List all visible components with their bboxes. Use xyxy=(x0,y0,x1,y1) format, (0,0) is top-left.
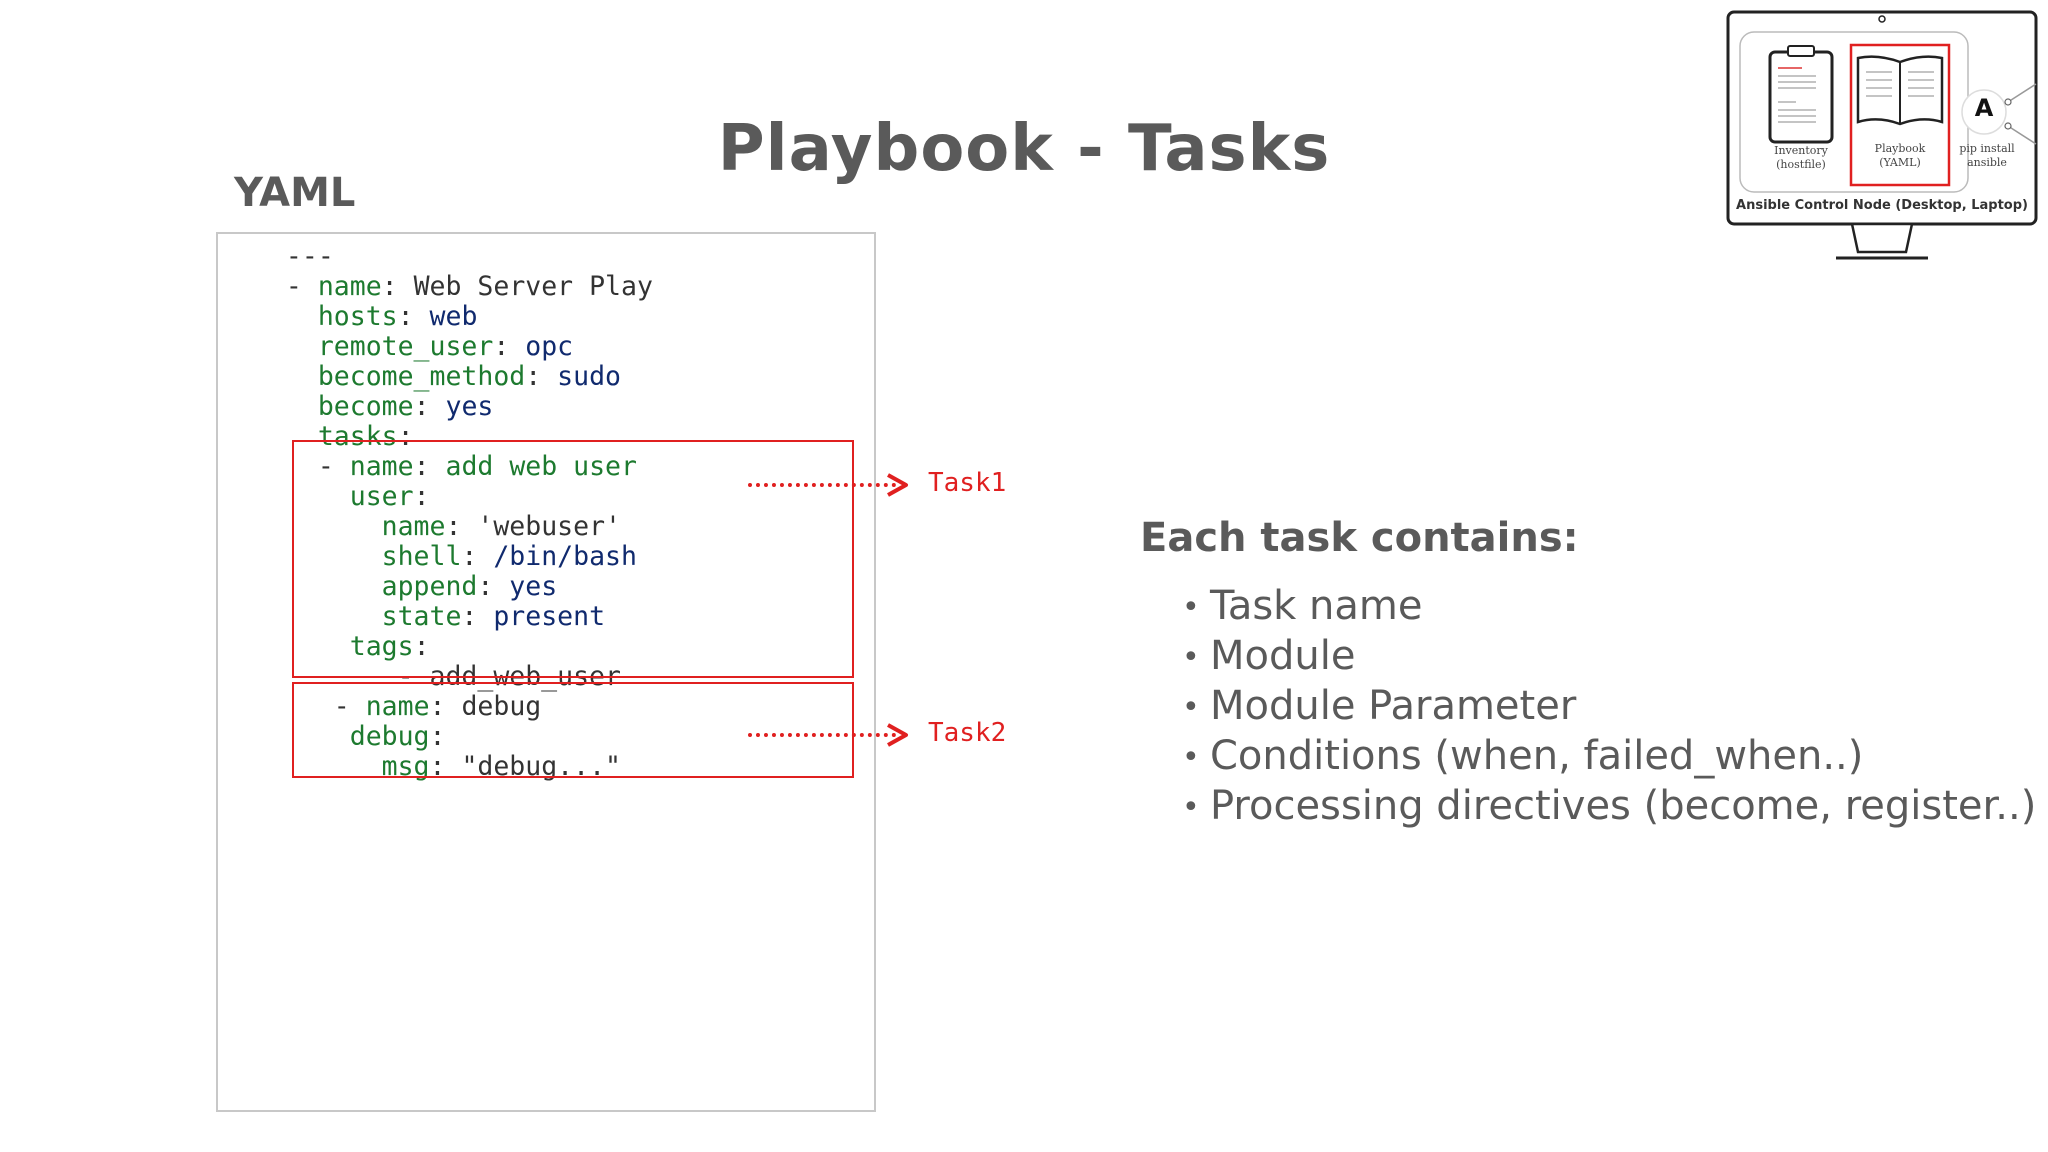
task1-arrow-head-icon xyxy=(887,473,908,497)
code-token: tags xyxy=(349,631,414,662)
code-token: state xyxy=(381,601,462,632)
inventory-label: Inventory xyxy=(1774,144,1828,157)
code-token: : xyxy=(493,331,526,362)
task-contents-heading: Each task contains: xyxy=(1140,515,1579,561)
list-item: Module Parameter xyxy=(1182,682,2036,732)
pip-install-sublabel: ansible xyxy=(1967,156,2007,169)
yaml-label: YAML xyxy=(234,170,356,216)
list-item: Task name xyxy=(1182,582,2036,632)
code-line: remote_user: opc xyxy=(254,332,573,362)
code-token: web xyxy=(429,301,478,332)
inventory-sublabel: (hostfile) xyxy=(1776,158,1826,171)
code-token: : xyxy=(429,721,446,752)
code-token: : xyxy=(461,541,494,572)
code-token: present xyxy=(493,601,606,632)
code-token: - xyxy=(317,451,350,482)
code-token: debug xyxy=(349,721,430,752)
code-line: name: 'webuser' xyxy=(254,512,621,542)
control-node-caption: Ansible Control Node (Desktop, Laptop) xyxy=(1736,198,2028,213)
monitor-icon xyxy=(1726,10,2038,260)
code-token: become_method xyxy=(317,361,526,392)
code-line: tasks: xyxy=(254,422,414,452)
code-token: : xyxy=(461,601,494,632)
code-token: --- xyxy=(285,241,334,272)
task1-arrow xyxy=(748,483,896,487)
playbook-label: Playbook xyxy=(1874,142,1926,155)
code-token: opc xyxy=(525,331,574,362)
task-contents-list: Task name Module Module Parameter Condit… xyxy=(1182,582,2036,832)
code-token: yes xyxy=(445,391,494,422)
control-node-monitor: A Inventory (hostfile) Playbook (YAML) p… xyxy=(1726,10,2038,260)
code-token: : xyxy=(429,691,462,722)
code-token: : xyxy=(429,751,462,782)
code-token: user xyxy=(349,481,414,512)
code-line: become: yes xyxy=(254,391,494,422)
code-token: name xyxy=(381,511,446,542)
code-line: - name: Web Server Play xyxy=(254,272,653,302)
code-token: : xyxy=(397,301,430,332)
code-token: : xyxy=(381,271,414,302)
task2-highlight-box xyxy=(292,682,854,778)
code-token: : xyxy=(413,451,446,482)
code-token: remote_user xyxy=(317,331,494,362)
code-line: become_method: sudo xyxy=(254,362,621,392)
task1-highlight-box xyxy=(292,440,854,678)
code-line: append: yes xyxy=(254,571,558,602)
code-token: name xyxy=(349,451,414,482)
code-token: become xyxy=(317,391,414,422)
code-token: : xyxy=(413,631,430,662)
code-token: debug xyxy=(461,691,542,722)
list-item: Module xyxy=(1182,632,2036,682)
code-token: sudo xyxy=(557,361,621,392)
task1-label: Task1 xyxy=(928,468,1007,498)
code-token: Web Server Play xyxy=(413,271,653,302)
code-token: hosts xyxy=(317,301,398,332)
code-token: 'webuser' xyxy=(477,511,621,542)
code-line: hosts: web xyxy=(254,301,478,332)
code-token: : xyxy=(477,571,510,602)
code-token: name xyxy=(317,271,382,302)
code-token: yes xyxy=(509,571,558,602)
task2-label: Task2 xyxy=(928,718,1007,748)
list-item: Conditions (when, failed_when..) xyxy=(1182,732,2036,782)
code-line: --- xyxy=(254,242,334,272)
code-line: user: xyxy=(254,482,430,512)
ansible-logo-icon: A xyxy=(1974,94,1994,122)
code-line: debug: xyxy=(254,721,446,752)
code-token: /bin/bash xyxy=(493,541,637,572)
code-token: : xyxy=(413,481,430,512)
code-line: state: present xyxy=(254,602,605,632)
code-token: - xyxy=(285,271,318,302)
pip-install-label: pip install xyxy=(1959,142,2015,155)
code-line: - name: add web user xyxy=(254,452,637,482)
code-token: - xyxy=(333,691,366,722)
code-token: : xyxy=(413,391,446,422)
code-token: shell xyxy=(381,541,462,572)
code-token: append xyxy=(381,571,478,602)
code-token: : xyxy=(445,511,478,542)
code-token: add web user xyxy=(445,451,637,482)
code-token: name xyxy=(365,691,430,722)
list-item: Processing directives (become, register.… xyxy=(1182,782,2036,832)
code-token: : xyxy=(525,361,558,392)
code-line: shell: /bin/bash xyxy=(254,542,637,572)
task2-arrow-head-icon xyxy=(887,723,908,747)
code-line: - name: debug xyxy=(254,692,541,722)
code-token: : xyxy=(397,421,414,452)
slide-title: Playbook - Tasks xyxy=(717,112,1331,186)
playbook-sublabel: (YAML) xyxy=(1879,156,1921,169)
code-token: tasks xyxy=(317,421,398,452)
code-line: tags: xyxy=(254,632,430,662)
task2-arrow xyxy=(748,733,896,737)
